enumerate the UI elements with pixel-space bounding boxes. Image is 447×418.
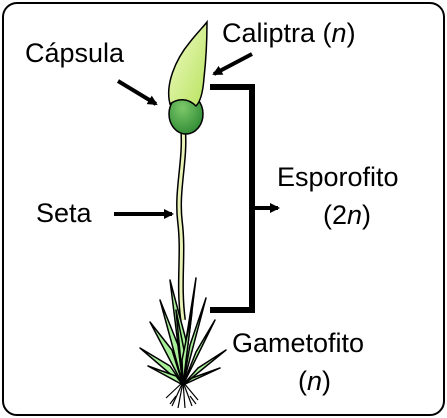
seta-stalk-fill	[177, 127, 186, 321]
rhizoids	[165, 381, 199, 409]
capsula-arrow	[116, 79, 158, 106]
sporophyte-bracket	[210, 84, 255, 313]
esporofito-ploidy: (2n)	[323, 200, 371, 230]
gametofito-ploidy: (n)	[298, 366, 331, 396]
capsula-label: Cápsula	[25, 38, 125, 68]
gametophyte-leaves	[139, 277, 227, 386]
caliptra-arrow	[212, 52, 253, 76]
esporofito-label: Esporofito	[277, 162, 399, 192]
seta-label: Seta	[36, 198, 93, 228]
calyptra	[168, 19, 208, 108]
gametofito-label: Gametofito	[232, 328, 364, 358]
caliptra-label: Caliptra (n)	[222, 18, 356, 48]
